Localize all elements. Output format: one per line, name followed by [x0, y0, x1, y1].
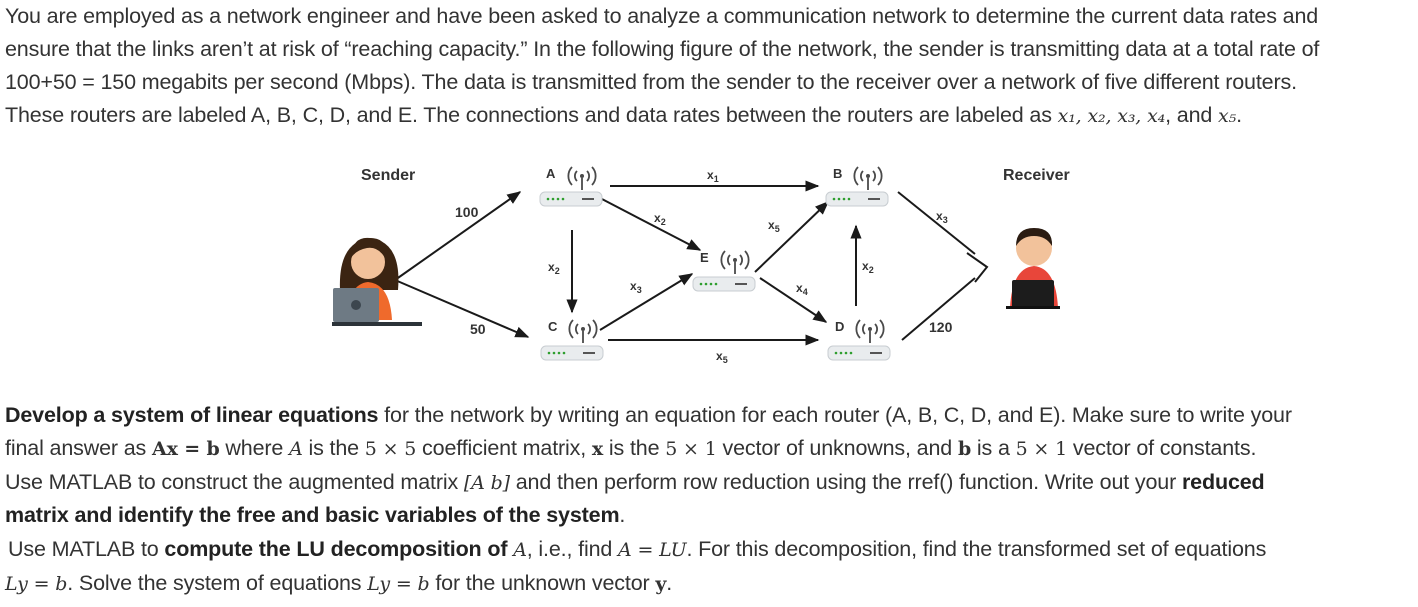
question-1-line-2: final answer as Ax = b where A is the 5 … — [5, 432, 1410, 467]
wifi-icon — [568, 319, 598, 343]
var-b: b — [957, 438, 972, 460]
q2-text-2: and then perform row reduction using the… — [509, 470, 1182, 494]
q1-text-g: is a — [971, 436, 1016, 460]
receiver-arrow-head — [966, 252, 989, 283]
link-e-b — [754, 201, 830, 273]
router-e: E — [692, 250, 756, 292]
wifi-icon — [720, 250, 750, 274]
receiver-person-icon — [1006, 228, 1060, 309]
edge-label-e-b: x5 — [768, 218, 780, 234]
question-2-line-2: matrix and identify the free and basic v… — [5, 499, 1410, 533]
router-c-label: C — [548, 319, 558, 334]
question-3-line-1: Use MATLAB to compute the LU decompositi… — [8, 533, 1413, 568]
edge-label-d-b: x2 — [862, 259, 874, 275]
edge-label-c-d: x5 — [716, 349, 728, 365]
q4-text-2: for the unknown vector — [429, 571, 656, 595]
router-b-label: B — [833, 166, 842, 181]
q2-end: . — [619, 503, 626, 527]
augmented-matrix: [A b] — [463, 472, 510, 494]
router-c: C — [540, 319, 604, 361]
rate-d-receiver: 120 — [929, 319, 953, 335]
sender-person-icon — [332, 237, 422, 326]
q3-text-3: . For this decomposition, find the trans… — [686, 537, 1267, 561]
question-3-line-2: Ly = b. Solve the system of equations Ly… — [5, 567, 1410, 602]
eq-ly-b-2: Ly = b — [367, 573, 430, 595]
intro-and: , and — [1165, 103, 1219, 127]
dim-5x1-b: 5 × 1 — [1015, 438, 1068, 460]
wifi-icon — [855, 319, 885, 343]
dim-5x5: 5 × 5 — [364, 438, 417, 460]
var-a: A — [289, 438, 303, 460]
q4-text: . Solve the system of equations — [67, 571, 368, 595]
q3-bold: compute the LU decomposition of — [164, 537, 514, 561]
intro-line-4: These routers are labeled A, B, C, D, an… — [5, 99, 1410, 134]
question-2-line-1: Use MATLAB to construct the augmented ma… — [5, 466, 1410, 501]
link-d-receiver — [901, 277, 976, 341]
link-c-e — [599, 273, 694, 331]
q1-text-d: coefficient matrix, — [416, 436, 592, 460]
q1-text-b: where — [219, 436, 290, 460]
intro-variable-last: x₅ — [1218, 105, 1237, 127]
q3-text-2: , i.e., find — [526, 537, 619, 561]
edge-label-c-e: x3 — [630, 279, 642, 295]
q2-bold-1: reduced — [1181, 470, 1265, 494]
intro-line-2: ensure that the links aren’t at risk of … — [5, 37, 1320, 61]
router-a-label: A — [546, 166, 556, 181]
link-sender-c — [394, 279, 530, 338]
dim-5x1-a: 5 × 1 — [665, 438, 717, 460]
q2-bold-2: matrix and identify the free and basic v… — [5, 503, 620, 527]
wifi-icon — [853, 166, 883, 190]
q1-text-a: final answer as — [5, 436, 152, 460]
question-1-text: for the network by writing an equation f… — [378, 403, 1292, 427]
link-b-receiver — [897, 191, 976, 255]
q1-text-f: vector of unknowns, and — [716, 436, 958, 460]
q1-text-h: vector of constants. — [1067, 436, 1257, 460]
rate-sender-a: 100 — [455, 204, 479, 220]
rate-sender-c: 50 — [470, 321, 486, 337]
q1-text-c: is the — [302, 436, 365, 460]
router-d-label: D — [835, 319, 844, 334]
intro-variables: x₁, x₂, x₃, x₄ — [1057, 105, 1166, 127]
link-e-d — [759, 277, 828, 323]
router-b: B — [825, 166, 889, 207]
receiver-label: Receiver — [1003, 167, 1070, 184]
question-1-bold: Develop a system of linear equations — [5, 403, 379, 427]
edge-label-a-b: x1 — [707, 168, 719, 184]
var-y: y — [655, 573, 667, 595]
intro-line-1: You are employed as a network engineer a… — [5, 4, 1319, 28]
edge-label-b-receiver: x3 — [936, 209, 948, 225]
sender-label: Sender — [361, 167, 415, 184]
q3-text: Use MATLAB to — [8, 537, 165, 561]
q4-end: . — [666, 571, 673, 595]
edge-label-a-e: x2 — [654, 211, 666, 227]
link-a-e — [599, 197, 702, 251]
edge-label-a-c: x2 — [548, 260, 560, 276]
router-e-label: E — [700, 250, 709, 265]
q2-text: Use MATLAB to construct the augmented ma… — [5, 470, 464, 494]
intro-line-4-text: These routers are labeled A, B, C, D, an… — [5, 103, 1058, 127]
network-links — [394, 180, 989, 346]
eq-ax-b: Ax = b — [151, 438, 220, 460]
intro-period: . — [1236, 103, 1242, 127]
network-diagram: Sender Receiver A B — [332, 166, 1070, 365]
var-x: x — [591, 438, 604, 460]
eq-ly-b-1: Ly = b — [5, 573, 68, 595]
q1-text-e: is the — [603, 436, 666, 460]
question-1-line-1: Develop a system of linear equations for… — [5, 399, 1410, 433]
link-sender-a — [394, 191, 522, 281]
eq-a-lu: A = LU — [618, 539, 687, 561]
q3-var-a: A — [513, 539, 527, 561]
intro-line-3: 100+50 = 150 megabits per second (Mbps).… — [5, 70, 1297, 94]
router-d: D — [827, 319, 891, 361]
wifi-icon — [567, 166, 597, 190]
edge-label-e-d: x4 — [796, 281, 808, 297]
router-a: A — [539, 166, 603, 207]
